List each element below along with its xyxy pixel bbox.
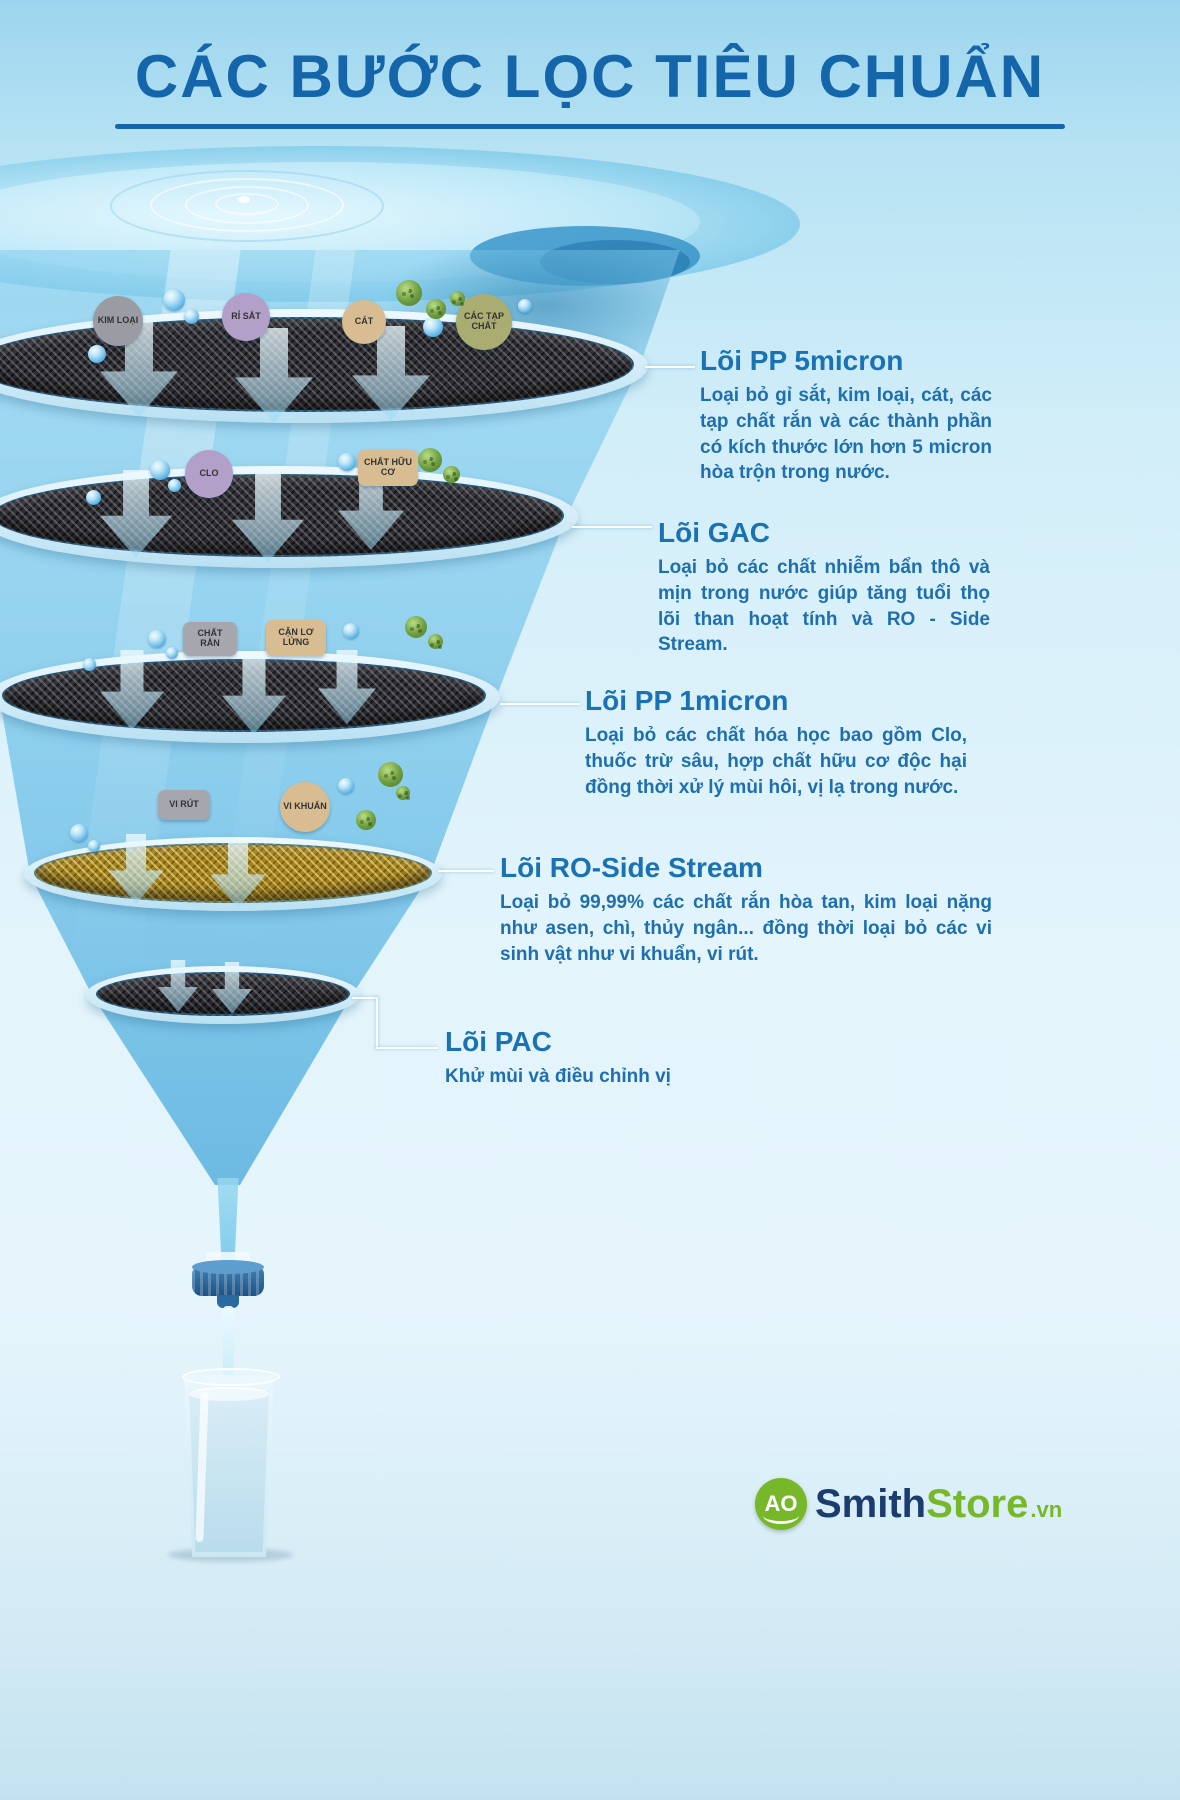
logo-store: Store [926, 1481, 1029, 1526]
step-heading: Lõi GAC [658, 517, 770, 548]
connector-line-pac-b [376, 997, 378, 1049]
faucet-cap [192, 1260, 264, 1296]
step-heading: Lõi RO-Side Stream [500, 852, 763, 883]
faucet-nozzle [217, 1295, 239, 1308]
particle-vi-khuan: VI KHUẨN [280, 782, 330, 832]
page-title: CÁC BƯỚC LỌC TIÊU CHUẨN [134, 43, 1046, 110]
connector-line-pp5 [645, 366, 695, 368]
bubble-icon [88, 345, 106, 363]
bubble-icon [518, 299, 532, 313]
logo-ao-badge-icon: AO [755, 1478, 807, 1530]
bubble-icon [150, 460, 170, 480]
particle-ri-sat: RỈ SẮT [222, 293, 270, 341]
filter-disc-gac [0, 466, 578, 568]
virus-icon [443, 466, 460, 483]
particle-chat-ran: CHẤT RẮN [183, 622, 237, 656]
logo-vn: .vn [1030, 1496, 1063, 1522]
virus-icon [428, 634, 443, 649]
virus-icon [356, 810, 376, 830]
pouring-water-stream [223, 1306, 234, 1400]
funnel-stream [217, 1178, 239, 1274]
bubble-icon [86, 490, 101, 505]
connector-line-ro [438, 870, 494, 872]
mesh-pp5micron [0, 317, 634, 412]
mesh-gac [0, 474, 564, 557]
virus-icon [405, 616, 427, 638]
ripple-icon [110, 170, 384, 242]
step-heading: Lõi PP 5micron [700, 345, 904, 376]
particle-cac-tap-chat: CÁC TẠP CHẤT [456, 294, 512, 350]
bubble-icon [148, 630, 166, 648]
step-body: Loại bỏ các chất nhiễm bẩn thô và mịn tr… [658, 557, 990, 656]
particle-clo: CLO [185, 450, 233, 498]
glass-waterline [189, 1387, 269, 1401]
step-body: Loại bỏ 99,99% các chất rắn hòa tan, kim… [500, 892, 992, 965]
virus-icon [396, 280, 422, 306]
bubble-icon [338, 453, 356, 471]
filter-disc-pp5micron [0, 309, 648, 423]
title-underline [115, 124, 1065, 129]
bubble-icon [70, 824, 88, 842]
bubble-icon [166, 647, 178, 659]
connector-line-pac-c [376, 1047, 438, 1049]
particle-cat: CÁT [342, 300, 386, 344]
step-body: Khử mùi và điều chỉnh vị [445, 1066, 671, 1087]
virus-icon [396, 786, 410, 800]
virus-icon [426, 299, 446, 319]
particle-can-lo-lung: CẶN LƠ LỬNG [266, 620, 326, 656]
step-block-pac: Lõi PAC Khử mùi và điều chỉnh vị [445, 1026, 765, 1090]
logo-ao-text: AO [764, 1491, 798, 1516]
bubble-icon [88, 840, 100, 852]
step-block-pp1micron: Lõi PP 1micron Loại bỏ các chất hóa học … [585, 685, 967, 800]
bubble-icon [343, 623, 359, 639]
step-body: Loại bỏ các chất hóa học bao gồm Clo, th… [585, 725, 967, 798]
particle-chat-huu-co: CHẤT HỮU CƠ [358, 450, 418, 486]
virus-icon [450, 291, 465, 306]
connector-line-pp1 [500, 703, 580, 705]
step-block-ro-side-stream: Lõi RO-Side Stream Loại bỏ 99,99% các ch… [500, 852, 992, 967]
particle-kim-loai: KIM LOẠI [93, 296, 143, 346]
bubble-icon [423, 317, 443, 337]
bubble-icon [338, 778, 354, 794]
particle-vi-rut: VI RÚT [158, 790, 210, 820]
bubble-icon [168, 479, 181, 492]
virus-icon [378, 762, 403, 787]
bubble-icon [163, 289, 185, 311]
bubble-icon [184, 309, 199, 324]
step-heading: Lõi PAC [445, 1026, 552, 1057]
bubble-icon [83, 658, 96, 671]
connector-line-gac [572, 526, 652, 528]
step-block-gac: Lõi GAC Loại bỏ các chất nhiễm bẩn thô v… [658, 517, 990, 658]
glass-rim [182, 1368, 280, 1386]
connector-line-pac-a [352, 997, 378, 999]
step-body: Loại bỏ gỉ sắt, kim loại, cát, các tạp c… [700, 385, 992, 484]
step-block-pp5micron: Lõi PP 5micron Loại bỏ gỉ sắt, kim loại,… [700, 345, 992, 486]
logo-smith: Smith [815, 1481, 927, 1526]
virus-icon [418, 448, 442, 472]
water-drop-icon [238, 196, 250, 203]
step-heading: Lõi PP 1micron [585, 685, 789, 716]
